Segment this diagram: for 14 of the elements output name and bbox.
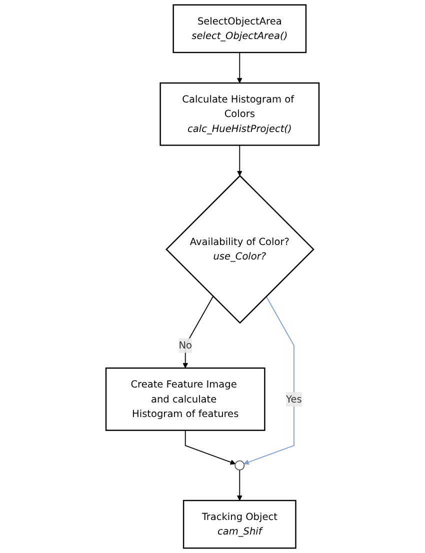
edge-label: No bbox=[178, 339, 192, 351]
arrow bbox=[244, 296, 294, 465]
arrow bbox=[236, 470, 242, 501]
arrow bbox=[184, 430, 236, 465]
node-box: Calculate Histogram of Colors calc_HueHistProject() bbox=[160, 82, 320, 146]
node-box: SelectObjectArea select_ObjectArea() bbox=[172, 4, 307, 54]
arrow bbox=[236, 144, 242, 176]
arrow bbox=[236, 52, 242, 84]
arrow bbox=[182, 296, 214, 368]
node-box: Tracking Object cam_Shif bbox=[182, 500, 296, 549]
edge-label: Yes bbox=[286, 393, 302, 405]
node-circle bbox=[234, 460, 245, 470]
node-diamond: Availability of Color? use_Color? bbox=[166, 174, 314, 324]
node-box: Create Feature Image and calculate Histogram of features bbox=[105, 367, 266, 431]
